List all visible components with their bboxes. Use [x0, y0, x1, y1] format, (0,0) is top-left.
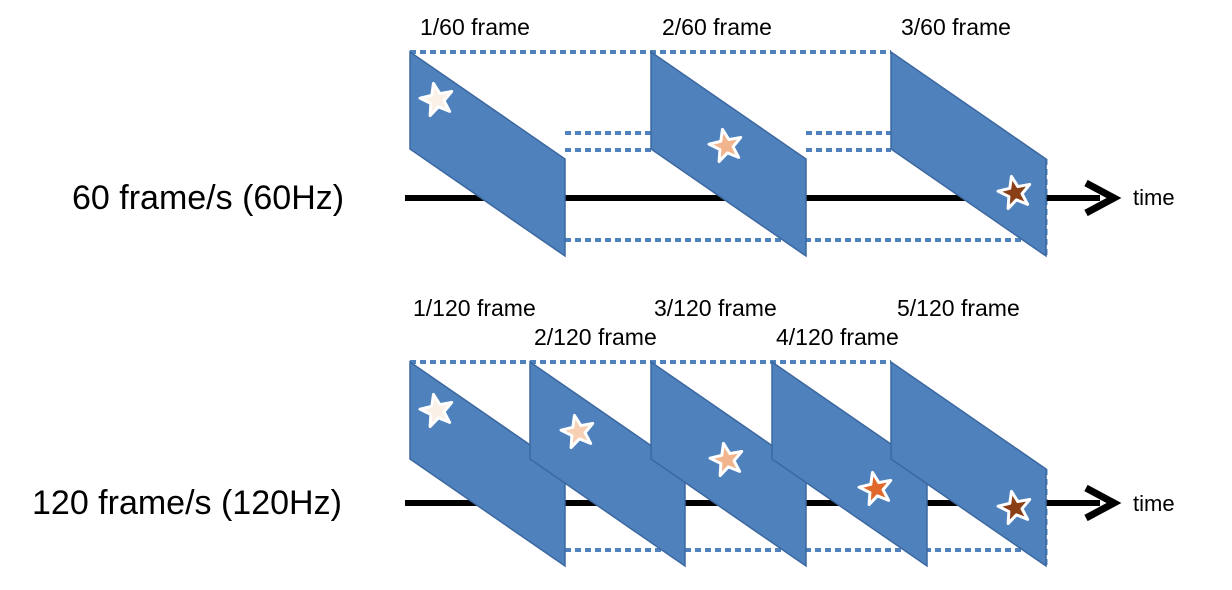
frame-panel [771, 360, 928, 568]
row-label-60hz: 60 frame/s (60Hz) [72, 179, 345, 217]
star-icon [418, 81, 454, 118]
row-group-1 [405, 50, 1122, 258]
frame-label-1-120: 1/120 frame [413, 295, 536, 321]
frame-label-1-60: 1/60 frame [420, 14, 530, 40]
time-axis-arrowhead [1084, 179, 1122, 217]
row-group-2 [405, 360, 1122, 568]
frame-panel [529, 360, 686, 568]
star-icon [707, 127, 743, 164]
star-icon [996, 489, 1032, 526]
frame-label-2-60: 2/60 frame [662, 14, 772, 40]
time-label-120hz: time [1133, 491, 1175, 516]
time-label-60hz: time [1133, 185, 1175, 210]
frame-panel [409, 50, 566, 258]
star-icon [708, 441, 744, 478]
frame-label-3-120: 3/120 frame [654, 295, 777, 321]
frame-label-4-120: 4/120 frame [776, 324, 899, 350]
frame-panel [409, 360, 566, 568]
star-icon [857, 470, 893, 507]
star-icon [418, 392, 454, 429]
star-icon [559, 413, 595, 450]
frame-label-2-120: 2/120 frame [534, 324, 657, 350]
frame-label-5-120: 5/120 frame [897, 295, 1020, 321]
star-icon [996, 174, 1032, 211]
time-axis-arrowhead [1084, 484, 1122, 522]
frame-panel [890, 50, 1047, 258]
frame-label-3-60: 3/60 frame [901, 14, 1011, 40]
row-label-120hz: 120 frame/s (120Hz) [32, 484, 342, 522]
